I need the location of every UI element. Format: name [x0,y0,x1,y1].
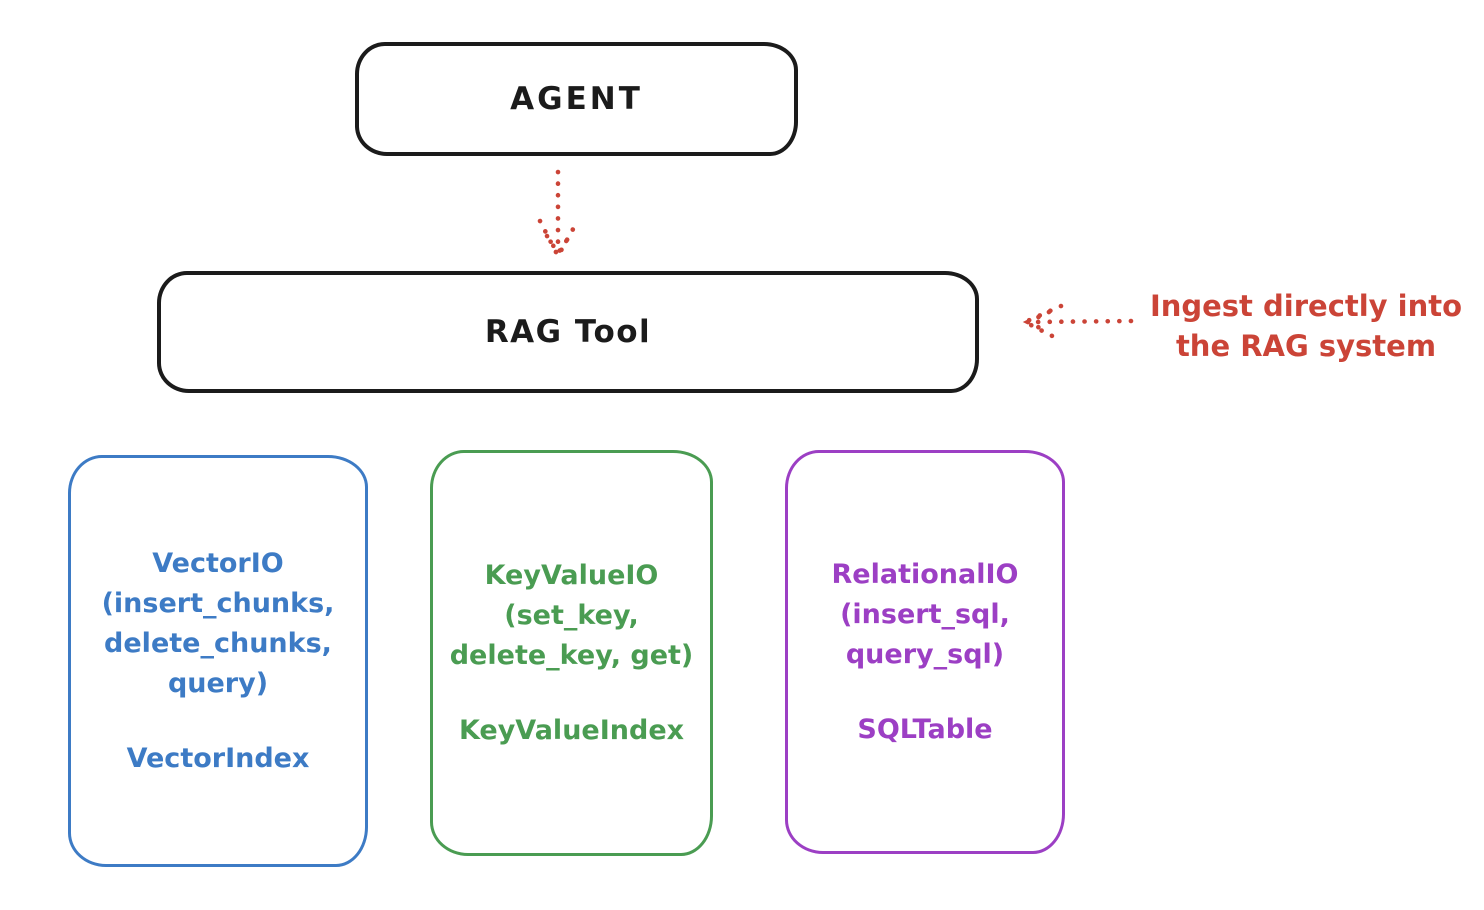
keyvalue-io-box: KeyValueIO(set_key,delete_key, get) KeyV… [430,450,713,856]
ingest-arrow [1019,303,1134,343]
relational-io-label: RelationalIO(insert_sql,query_sql) [831,558,1019,670]
vector-io-label: VectorIO(insert_chunks,delete_chunks,que… [101,547,335,699]
keyvalue-io-label: KeyValueIO(set_key,delete_key, get) [449,559,694,671]
rag-tool-box: RAG Tool [157,271,979,393]
agent-box: AGENT [355,42,798,156]
vector-io-box: VectorIO(insert_chunks,delete_chunks,que… [68,455,368,867]
agent-to-rag-arrow [537,169,580,261]
agent-label: AGENT [510,81,643,117]
relational-io-box: RelationalIO(insert_sql,query_sql) SQLTa… [785,450,1065,854]
keyvalue-index-label: KeyValueIndex [458,714,685,746]
vector-index-label: VectorIndex [126,742,310,774]
sql-table-label: SQLTable [857,713,993,745]
rag-tool-label: RAG Tool [484,314,652,350]
